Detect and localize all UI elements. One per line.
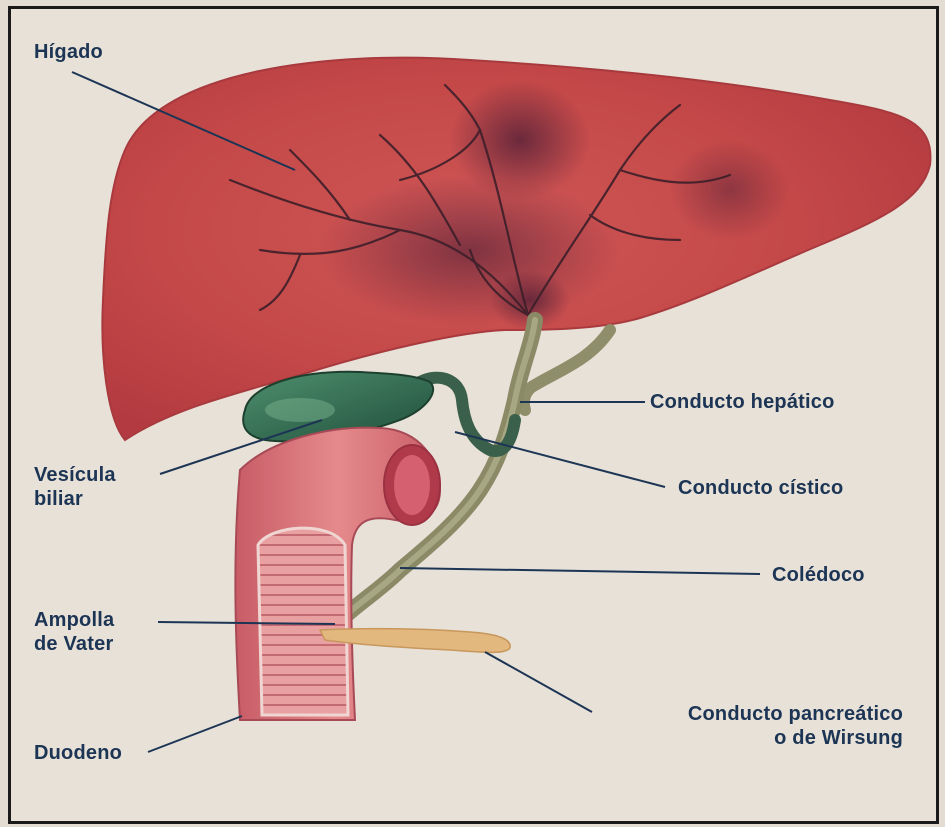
label-conducto-hepatico: Conducto hepático xyxy=(650,390,835,414)
label-vesicula-biliar: Vesícula biliar xyxy=(34,463,116,511)
label-vesicula-line1: Vesícula xyxy=(34,463,116,487)
label-pancreatico-line2: o de Wirsung xyxy=(688,726,903,750)
duodenum-organ xyxy=(235,428,440,720)
label-pancreatico-line1: Conducto pancreático xyxy=(688,702,903,726)
leader-coledoco xyxy=(400,568,760,574)
label-ampolla-line1: Ampolla xyxy=(34,608,114,632)
label-ampolla-line2: de Vater xyxy=(34,632,114,656)
label-ampolla-de-vater: Ampolla de Vater xyxy=(34,608,114,656)
label-vesicula-line2: biliar xyxy=(34,487,116,511)
label-higado: Hígado xyxy=(34,40,103,64)
leader-pancreatico xyxy=(485,652,592,712)
label-conducto-cistico: Conducto cístico xyxy=(678,476,843,500)
label-conducto-pancreatico: Conducto pancreático o de Wirsung xyxy=(688,702,903,750)
leader-duodeno xyxy=(148,716,242,752)
label-coledoco: Colédoco xyxy=(772,563,865,587)
label-duodeno: Duodeno xyxy=(34,741,122,765)
